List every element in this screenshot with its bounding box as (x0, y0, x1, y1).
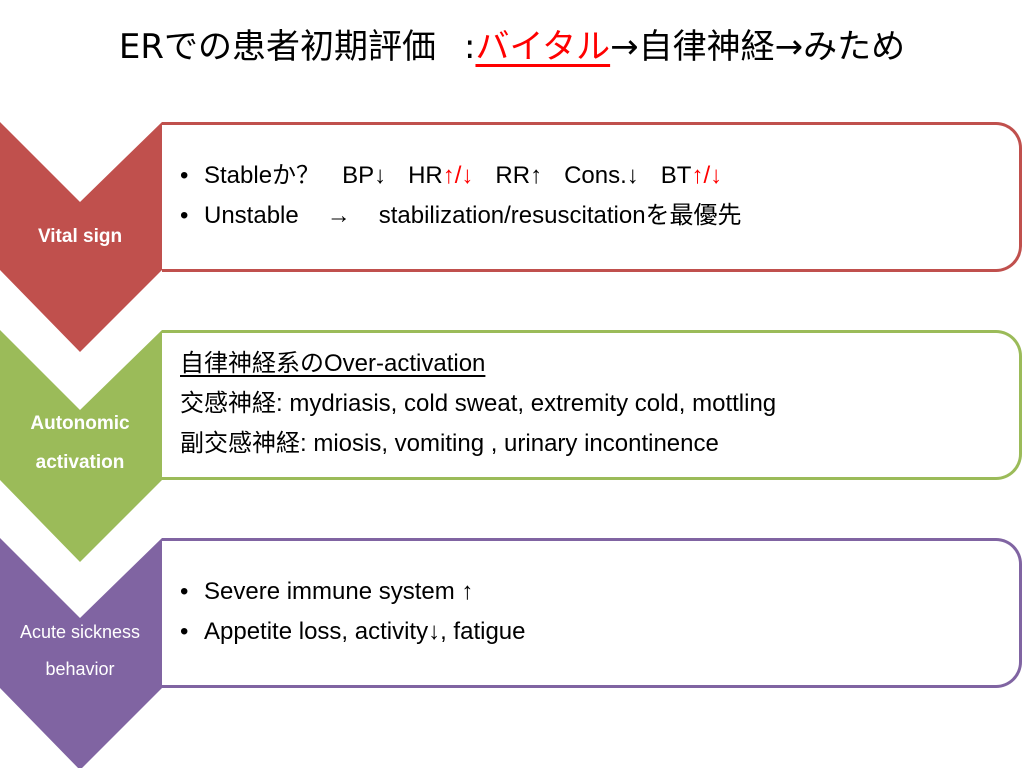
title-colon: : (464, 27, 476, 67)
parasympathetic-line: 副交感神経: miosis, vomiting , urinary incont… (180, 430, 719, 457)
vital-bullet-stable: Stableか？BP↓HR↑/↓RR↑Cons.↓BT↑/↓ (180, 156, 742, 196)
chevron-vital-sign (0, 122, 162, 352)
vital-bullet-unstable: Unstable→stabilization/resuscitationを最優先 (180, 196, 742, 236)
sympathetic-line: 交感神経: mydriasis, cold sweat, extremity c… (180, 390, 777, 417)
hr-arrows: ↑/↓ (442, 162, 474, 189)
sickness-bullet-appetite: Appetite loss, activity↓, fatigue (180, 612, 526, 652)
sickness-label-line1: Acute sickness (19, 622, 141, 642)
title-step-appearance: みため (803, 27, 906, 67)
title-step-autonomic: 自律神経 (638, 27, 775, 67)
autonomic-box (162, 330, 1022, 480)
vital-sign-content: Stableか？BP↓HR↑/↓RR↑Cons.↓BT↑/↓ Unstable→… (180, 156, 742, 236)
sickness-label-line2: behavior (45, 659, 115, 679)
autonomic-content: 自律神経系のOver-activation 交感神経: mydriasis, c… (180, 344, 776, 464)
slide-title: ERでの患者初期評価:バイタル→自律神経→みため (0, 22, 1024, 72)
autonomic-label-line2: activation (35, 452, 125, 473)
title-prefix: ERでの患者初期評価 (118, 27, 436, 67)
autonomic-heading: 自律神経系のOver-activation (180, 350, 486, 377)
autonomic-label-line1: Autonomic (30, 413, 130, 434)
vital-sign-label: Vital sign (37, 226, 123, 247)
sickness-content: Severe immune system ↑ Appetite loss, ac… (180, 572, 526, 652)
title-arrow-2: → (774, 27, 804, 67)
title-arrow-1: → (610, 27, 639, 67)
bt-arrows: ↑/↓ (691, 162, 723, 189)
chevron-autonomic-activation (0, 330, 162, 562)
title-highlight-vitals: バイタル (475, 27, 611, 67)
chevron-acute-sickness (0, 538, 162, 768)
sickness-bullet-immune: Severe immune system ↑ (180, 572, 526, 612)
